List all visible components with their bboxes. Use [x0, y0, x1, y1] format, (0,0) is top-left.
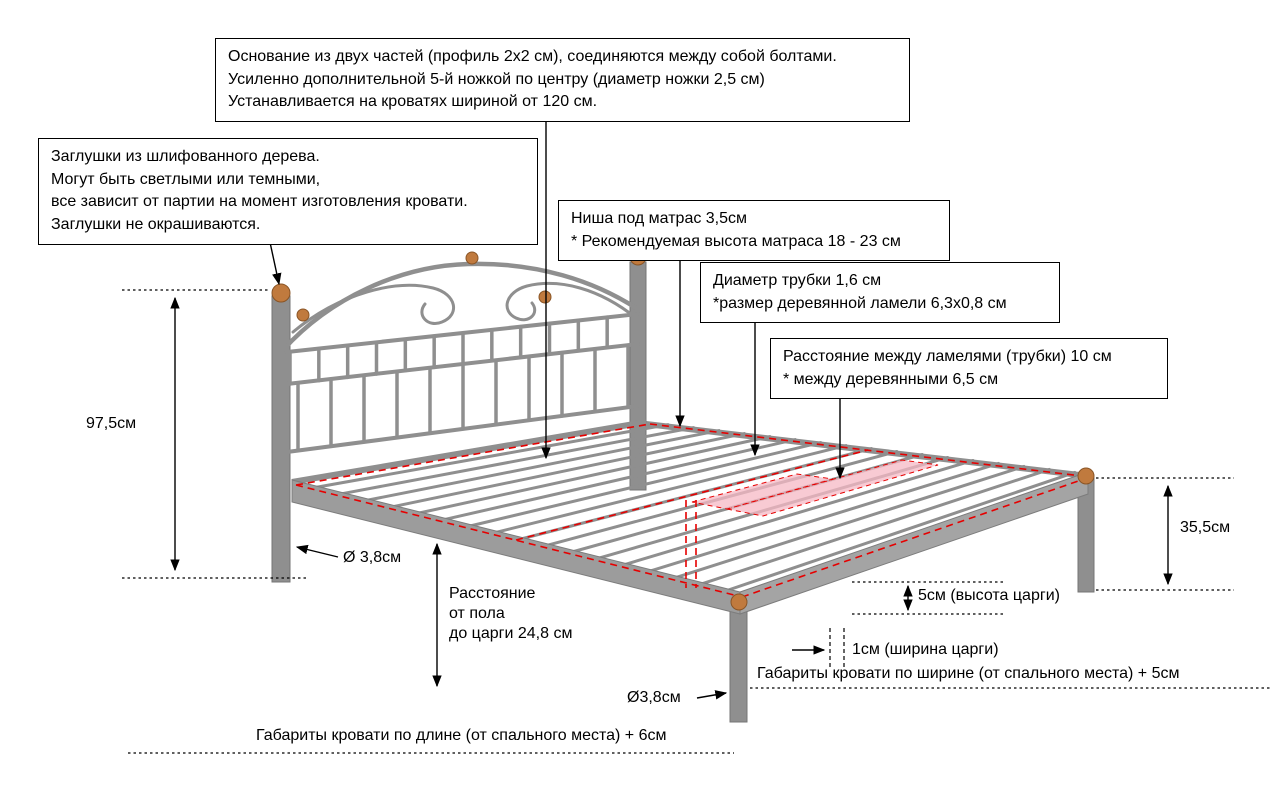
bed-legs: [271, 261, 1095, 723]
callout-tube: Диаметр трубки 1,6 см *размер деревянной…: [700, 262, 1060, 324]
callout-base-line2: Усиленно дополнительной 5-й ножкой по це…: [228, 70, 765, 88]
label-floor-to-tsarga-line2: от пола: [449, 605, 505, 622]
leader-lines: [267, 118, 845, 700]
callout-plugs-line4: Заглушки не окрашиваются.: [51, 216, 261, 234]
callout-tube-line2: *размер деревянной ламели 6,3x0,8 см: [713, 294, 1007, 312]
label-foot-height: 35,5см: [1180, 519, 1231, 536]
headboard-arch: [280, 261, 645, 353]
lamel-spacing-highlight: [691, 459, 939, 517]
callout-plugs: Заглушки из шлифованного дерева. Могут б…: [38, 138, 538, 245]
callout-niche-line1: Ниша под матрас 3,5см: [571, 210, 748, 227]
base-edge-near: [295, 484, 743, 598]
extension-lines: [122, 289, 1272, 754]
headboard-end-rail: [291, 419, 647, 485]
label-leg-diameter-left: Ø 3,8см: [343, 549, 402, 566]
callout-base-line1: Основание из двух частей (профиль 2x2 см…: [228, 48, 837, 65]
label-overall-width: Габариты кровати по ширине (от спального…: [757, 665, 1180, 682]
callout-plugs-line2: Могут быть светлыми или темными,: [51, 170, 321, 188]
callout-tube-line1: Диаметр трубки 1,6 см: [713, 272, 882, 289]
wood-plug-arch-center: [465, 251, 479, 265]
bed-platform: [291, 419, 1089, 615]
callout-base-line3: Устанавливается на кроватях шириной от 1…: [228, 93, 598, 111]
base-frame-outline: [295, 423, 1091, 598]
base-center-joint: [515, 449, 869, 541]
callout-lamels: Расстояние между ламелями (трубки) 10 см…: [770, 338, 1168, 400]
wood-plug-left-post: [271, 283, 291, 303]
wood-plug-scroll-left: [296, 308, 310, 322]
label-floor-to-tsarga-line3: до царги 24,8 см: [449, 625, 573, 642]
lamel-gap-highlight-2: [691, 473, 834, 510]
callout-plugs-line3: все зависит от партии на момент изготовл…: [51, 193, 468, 211]
callout-lamels-line2: * между деревянными 6,5 см: [783, 370, 999, 388]
front-leg: [729, 597, 748, 723]
label-tsarga-height: 5см (высота царги): [918, 587, 1060, 604]
label-headboard-height: 97,5см: [86, 415, 137, 432]
label-overall-length: Габариты кровати по длине (от спального …: [256, 727, 667, 744]
base-edge-far: [649, 423, 1091, 478]
dimension-lines: [170, 296, 1173, 688]
base-edge-foot: [741, 476, 1091, 598]
headboard: [280, 261, 645, 454]
label-floor-to-tsarga-line1: Расстояние: [449, 585, 536, 602]
headboard-left-post: [271, 295, 291, 583]
wood-plug-scroll-right: [538, 290, 552, 304]
leader-leg-diameter-front: [696, 690, 728, 700]
leader-leg-diameter-left: [295, 544, 339, 558]
headboard-bars: [288, 312, 638, 453]
wood-plug-front-leg: [730, 593, 748, 611]
callout-base: Основание из двух частей (профиль 2x2 см…: [215, 38, 910, 123]
label-tsarga-width: 1см (ширина царги): [852, 641, 999, 658]
headboard-scroll-right: [505, 282, 638, 322]
mattress-slats: [312, 423, 1077, 593]
headboard-scroll-left: [291, 283, 456, 334]
label-floor-to-tsarga: Расстояние от пола до царги 24,8 см: [449, 584, 629, 644]
wood-plug-foot-leg: [1077, 467, 1095, 485]
callout-niche-line2: * Рекомендуемая высота матраса 18 - 23 с…: [571, 232, 901, 250]
callout-plugs-line1: Заглушки из шлифованного дерева.: [51, 148, 320, 165]
callout-lamels-line1: Расстояние между ламелями (трубки) 10 см: [783, 348, 1112, 365]
label-leg-diameter-front: Ø3,8см: [627, 689, 681, 706]
callout-niche: Ниша под матрас 3,5см * Рекомендуемая вы…: [558, 200, 950, 262]
